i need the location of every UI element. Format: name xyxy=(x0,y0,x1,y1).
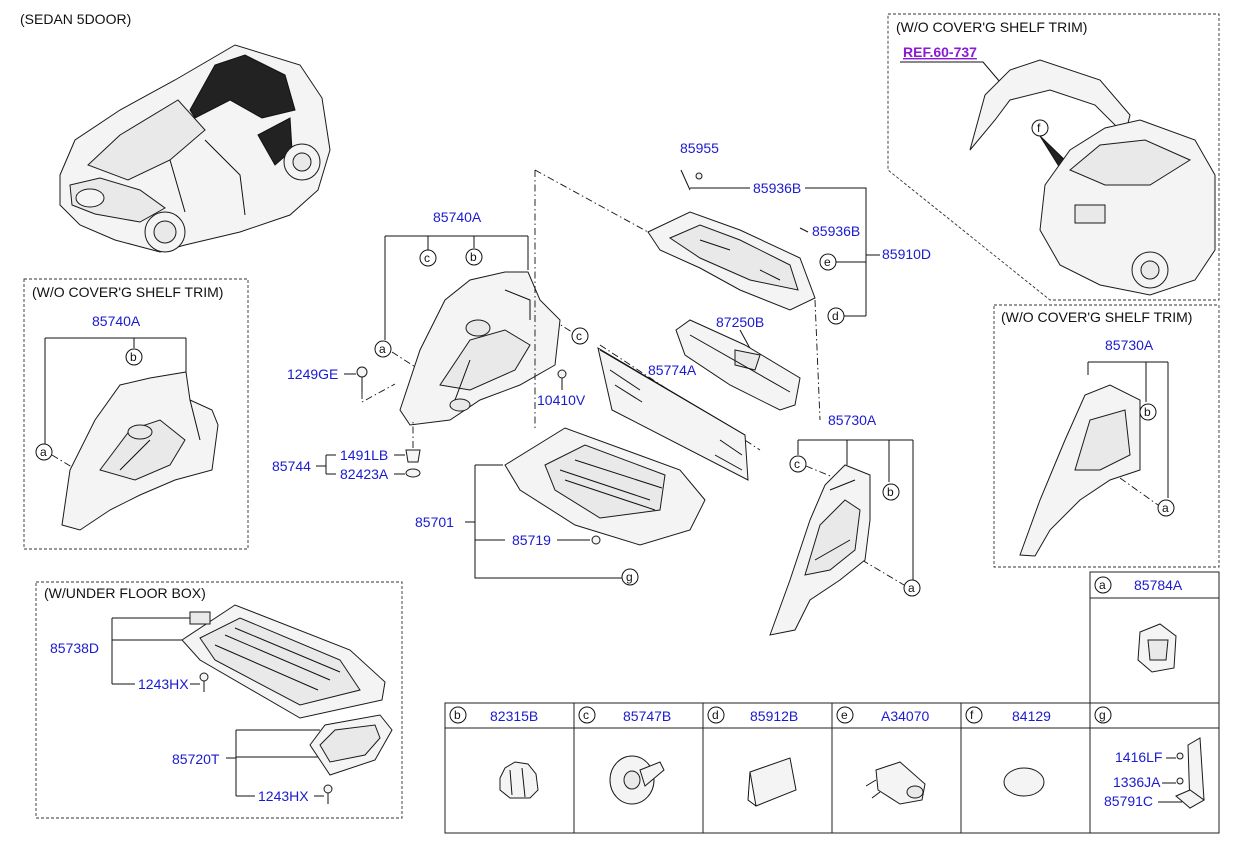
svg-text:f: f xyxy=(1037,121,1041,135)
legend-part-1416LF[interactable]: 1416LF xyxy=(1115,749,1162,765)
svg-text:a: a xyxy=(1099,578,1106,592)
legend-part-85784A[interactable]: 85784A xyxy=(1134,577,1183,593)
svg-text:a: a xyxy=(40,445,47,459)
part-85774A[interactable]: 85774A xyxy=(648,362,697,378)
part-85730A-right[interactable]: 85730A xyxy=(1105,337,1154,353)
screw-1249GE xyxy=(356,366,396,403)
svg-text:c: c xyxy=(583,708,589,722)
quarter-trim-right-alt xyxy=(1019,384,1141,557)
wo-shelf-right-box xyxy=(993,304,1220,568)
svg-text:b: b xyxy=(470,250,477,264)
screw-1243HX-1 xyxy=(199,672,209,692)
svg-text:c: c xyxy=(424,251,430,265)
svg-text:b: b xyxy=(454,708,461,722)
under-floor-tray xyxy=(309,714,393,776)
part-1243HX-2[interactable]: 1243HX xyxy=(258,788,309,804)
part-85910D[interactable]: 85910D xyxy=(882,246,931,262)
cargo-shelf-cover xyxy=(647,211,816,311)
ref-60-737-link[interactable]: REF.60-737 xyxy=(903,44,977,60)
legend-cell-a: a 85784A xyxy=(1094,576,1183,673)
part-1243HX-1[interactable]: 1243HX xyxy=(138,676,189,692)
svg-text:c: c xyxy=(794,457,800,471)
wo-shelf-top-box xyxy=(887,13,1220,301)
callout-a xyxy=(35,443,53,461)
svg-text:g: g xyxy=(1099,708,1106,722)
screw-10410V xyxy=(557,369,567,390)
legend-table xyxy=(444,571,1220,834)
svg-text:b: b xyxy=(130,350,137,364)
clip-1491LB xyxy=(405,420,421,478)
wo-shelf-left-box xyxy=(23,278,249,550)
part-85740A-left[interactable]: 85740A xyxy=(92,313,141,329)
legend-part-85747B[interactable]: 85747B xyxy=(623,708,671,724)
part-87250B[interactable]: 87250B xyxy=(716,314,764,330)
shelf-highlight xyxy=(189,54,296,119)
part-82423A[interactable]: 82423A xyxy=(340,466,389,482)
trunk-sill-plate xyxy=(675,319,801,411)
svg-text:a: a xyxy=(379,342,386,356)
legend-cell-f: f 84129 xyxy=(965,706,1051,797)
side-trim-left-panel xyxy=(61,371,219,531)
under-floor-title: (W/UNDER FLOOR BOX) xyxy=(44,585,206,601)
wo-shelf-top-title: (W/O COVER'G SHELF TRIM) xyxy=(896,19,1087,35)
car-illustration xyxy=(59,44,331,253)
svg-text:b: b xyxy=(1144,405,1151,419)
part-85719[interactable]: 85719 xyxy=(512,532,551,548)
legend-part-85912B[interactable]: 85912B xyxy=(750,708,798,724)
pin-85955-icon xyxy=(695,172,703,180)
callout-b xyxy=(125,348,143,366)
legend-part-A34070[interactable]: A34070 xyxy=(881,708,929,724)
luggage-floor-board xyxy=(504,427,706,546)
svg-text:c: c xyxy=(576,329,582,343)
under-floor-box xyxy=(35,581,403,819)
wo-shelf-left-title: (W/O COVER'G SHELF TRIM) xyxy=(32,284,223,300)
part-85701[interactable]: 85701 xyxy=(415,514,454,530)
hook-85719-icon xyxy=(591,535,601,545)
svg-text:e: e xyxy=(824,255,831,269)
part-85955[interactable]: 85955 xyxy=(680,140,719,156)
legend-cell-g: g 1416LF 1336JA 85791C xyxy=(1094,706,1205,809)
part-85936B-top[interactable]: 85936B xyxy=(753,180,801,196)
part-85936B-mid[interactable]: 85936B xyxy=(812,223,860,239)
svg-text:g: g xyxy=(626,570,633,584)
svg-text:d: d xyxy=(832,309,839,323)
quarter-trim-left xyxy=(399,271,561,426)
part-1491LB[interactable]: 1491LB xyxy=(340,447,388,463)
legend-part-84129[interactable]: 84129 xyxy=(1012,708,1051,724)
legend-part-1336JA[interactable]: 1336JA xyxy=(1113,774,1161,790)
svg-text:e: e xyxy=(841,708,848,722)
sedan-title: (SEDAN 5DOOR) xyxy=(20,11,131,27)
part-85730A[interactable]: 85730A xyxy=(828,412,877,428)
legend-cell-d: d 85912B xyxy=(707,706,798,807)
svg-text:f: f xyxy=(970,708,974,722)
legend-cell-c: c 85747B xyxy=(578,706,671,805)
legend-cell-e: e A34070 xyxy=(836,706,929,805)
screw-1243HX-2 xyxy=(323,784,333,804)
svg-text:a: a xyxy=(908,581,915,595)
legend-cell-b: b 82315B xyxy=(449,706,539,799)
rear-car-illustration xyxy=(969,59,1216,296)
part-85738D[interactable]: 85738D xyxy=(50,640,99,656)
svg-text:a: a xyxy=(1162,501,1169,515)
legend-part-82315B[interactable]: 82315B xyxy=(490,708,538,724)
quarter-trim-right xyxy=(769,464,871,636)
under-floor-board xyxy=(181,604,386,719)
svg-text:b: b xyxy=(887,485,894,499)
luggage-net xyxy=(597,346,749,481)
part-85744[interactable]: 85744 xyxy=(272,458,311,474)
wo-shelf-right-title: (W/O COVER'G SHELF TRIM) xyxy=(1001,309,1192,325)
legend-part-85791C[interactable]: 85791C xyxy=(1104,793,1153,809)
svg-text:d: d xyxy=(712,708,719,722)
front-grille-icon xyxy=(75,188,105,208)
part-85720T[interactable]: 85720T xyxy=(172,751,220,767)
part-85740A[interactable]: 85740A xyxy=(433,209,482,225)
part-10410V[interactable]: 10410V xyxy=(537,392,586,408)
part-1249GE[interactable]: 1249GE xyxy=(287,366,338,382)
